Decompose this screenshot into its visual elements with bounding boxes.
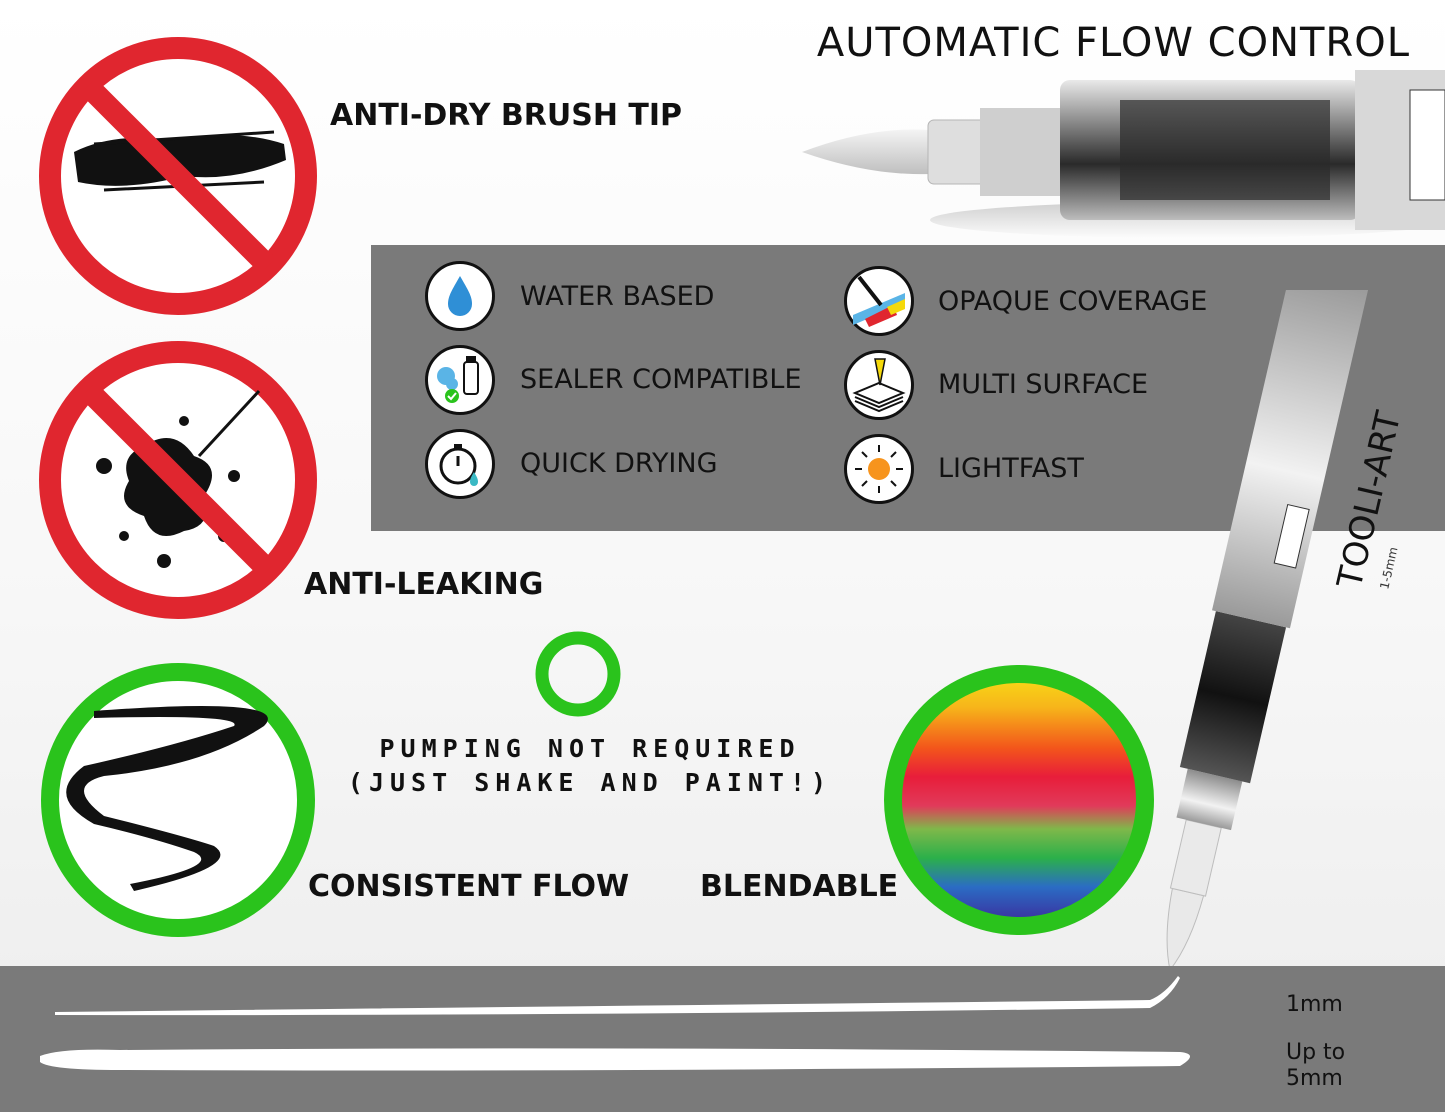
feature-water-based: WATER BASED — [520, 281, 715, 312]
stroke-size-thick: Up to 5mm — [1286, 1040, 1345, 1092]
sealer-spray-icon — [425, 345, 495, 415]
pen-size-label: 1-5mm — [1377, 546, 1400, 591]
stroke-size-thick-line-1: Up to — [1286, 1040, 1346, 1065]
pumping-line-1: PUMPING NOT REQUIRED — [379, 734, 801, 763]
pen-top-illustration — [802, 70, 1445, 238]
page-title: AUTOMATIC FLOW CONTROL — [816, 20, 1410, 66]
feature-multi-surface: MULTI SURFACE — [938, 369, 1149, 400]
pen-brand-label: TOOLI-ART — [1330, 407, 1410, 593]
stroke-size-thin: 1mm — [1286, 992, 1343, 1017]
anti-dry-label: ANTI-DRY BRUSH TIP — [330, 98, 683, 133]
stroke-lines — [40, 976, 1190, 1071]
small-green-ring-icon — [535, 631, 621, 717]
sun-icon — [844, 434, 914, 504]
water-drop-icon — [425, 261, 495, 331]
consistent-flow-icon — [41, 663, 315, 937]
stroke-size-thick-line-2: 5mm — [1286, 1066, 1343, 1091]
feature-lightfast: LIGHTFAST — [938, 453, 1084, 484]
anti-dry-prohibition-icon — [39, 37, 317, 315]
feature-opaque-coverage: OPAQUE COVERAGE — [938, 286, 1208, 317]
anti-leak-prohibition-icon — [39, 341, 317, 619]
pumping-note: PUMPING NOT REQUIRED (JUST SHAKE AND PAI… — [330, 732, 850, 800]
feature-sealer-compatible: SEALER COMPATIBLE — [520, 364, 802, 395]
pen-diagonal-illustration: TOOLI-ART 1-5mm — [1166, 290, 1410, 972]
blendable-label: BLENDABLE — [700, 869, 899, 904]
stopwatch-icon — [425, 429, 495, 499]
pumping-line-2: (JUST SHAKE AND PAINT!) — [347, 768, 833, 797]
opaque-brush-icon — [844, 266, 914, 336]
blendable-icon — [884, 665, 1154, 935]
anti-leak-label: ANTI-LEAKING — [304, 567, 544, 602]
multi-surface-icon — [844, 350, 914, 420]
stroke-demo-band — [0, 966, 1445, 1112]
consistent-flow-label: CONSISTENT FLOW — [308, 869, 630, 904]
feature-quick-drying: QUICK DRYING — [520, 448, 718, 479]
